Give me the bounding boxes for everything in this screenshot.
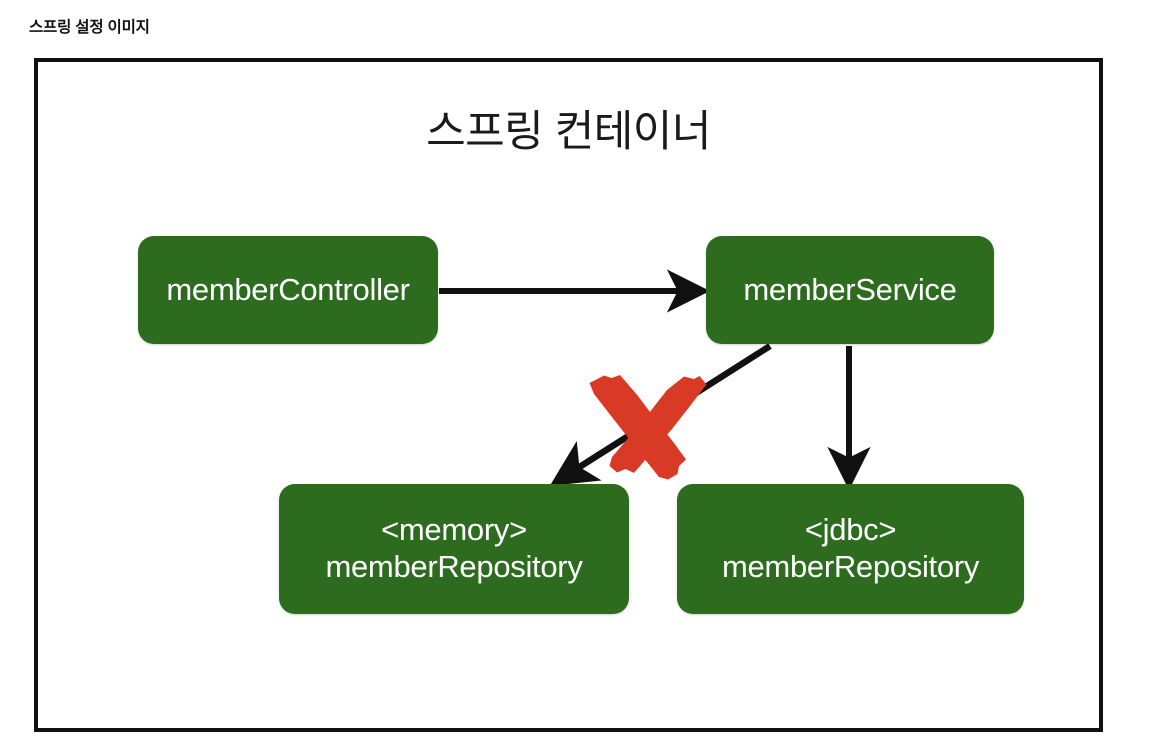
node-memory-member-repository-qualifier: <memory> <box>381 512 527 548</box>
node-memory-member-repository-label: memberRepository <box>325 549 583 584</box>
red-x-annotation <box>589 375 707 480</box>
node-member-controller[interactable]: memberController <box>138 236 438 344</box>
node-jdbc-member-repository-label: memberRepository <box>721 549 980 584</box>
diagram-title: 스프링 컨테이너 <box>426 108 711 156</box>
page-title: 스프링 설정 이미지 <box>29 19 150 36</box>
node-jdbc-member-repository[interactable]: <jdbc> memberRepository <box>677 484 1024 614</box>
spring-container-diagram: 스프링 컨테이너 memb <box>34 58 1103 732</box>
node-memory-member-repository[interactable]: <memory> memberRepository <box>279 484 629 614</box>
diagram-canvas: 스프링 컨테이너 memb <box>38 62 1099 728</box>
node-member-service-label: memberService <box>743 271 957 307</box>
node-member-service[interactable]: memberService <box>706 236 994 344</box>
arrow-layer <box>439 269 871 491</box>
node-jdbc-member-repository-qualifier: <jdbc> <box>804 512 897 548</box>
edge-service-to-memory <box>549 343 772 486</box>
node-member-controller-label: memberController <box>166 271 410 307</box>
cross-out-x-icon <box>589 375 707 480</box>
